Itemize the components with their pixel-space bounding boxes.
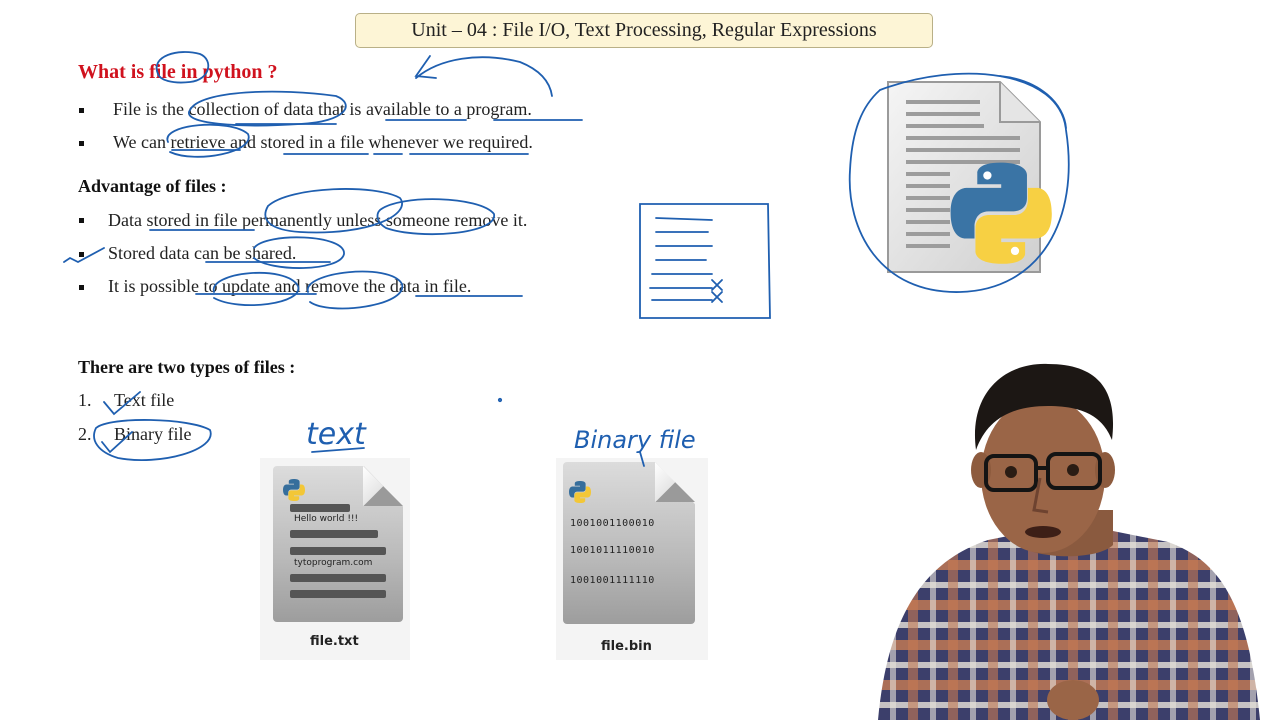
text-file-content-line: Hello world !!!: [294, 514, 359, 524]
presenter-video: [878, 363, 1260, 720]
binary-file-name: file.bin: [601, 639, 652, 654]
page-fold: [655, 462, 695, 502]
list-number: 2.: [78, 424, 92, 444]
bullet-marker: [79, 285, 84, 290]
text-file-content-line: tytoprogram.com: [294, 558, 373, 568]
bullet-text: Stored data can be shared.: [108, 243, 297, 263]
python-logo-icon: [283, 479, 305, 501]
list-item-binary-file: Binary file: [114, 424, 192, 444]
text-line-bar: [290, 574, 386, 582]
python-file-icon: [887, 81, 1052, 273]
section-heading-file-types: There are two types of files :: [78, 357, 296, 377]
bullet-text: We can retrieve and stored in a file whe…: [113, 132, 533, 152]
bullet-marker: [79, 108, 84, 113]
text-line-bar: [290, 504, 350, 512]
binary-content-line: 1001001100010: [570, 518, 655, 529]
section-heading-advantages: Advantage of files :: [78, 176, 227, 196]
list-item-text-file: Text file: [114, 390, 175, 410]
page-fold: [363, 466, 403, 506]
binary-content-line: 1001001111110: [570, 575, 655, 586]
python-logo-icon: [569, 481, 591, 503]
bullet-text: File is the collection of data that is a…: [113, 99, 532, 119]
text-line-bar: [290, 590, 386, 598]
bullet-marker: [79, 141, 84, 146]
text-line-bar: [290, 530, 378, 538]
text-file-name: file.txt: [310, 634, 359, 649]
text-file-illustration: Hello world !!! tytoprogram.com file.txt: [260, 458, 410, 660]
binary-content-line: 1001011110010: [570, 545, 655, 556]
handwritten-text-label: text: [306, 417, 367, 452]
bullet-text: Data stored in file permanently unless s…: [108, 210, 528, 230]
section-heading-what-is-file: What is file in python ?: [78, 61, 278, 83]
bullet-text: It is possible to update and remove the …: [108, 276, 472, 296]
slide-title: Unit – 04 : File I/O, Text Processing, R…: [355, 13, 933, 48]
text-line-bar: [290, 547, 386, 555]
bullet-marker: [79, 218, 84, 223]
binary-file-illustration: 1001001100010 1001011110010 100100111111…: [556, 458, 708, 660]
bullet-marker: [79, 252, 84, 257]
handwritten-binary-label: Binary file: [574, 426, 696, 454]
list-number: 1.: [78, 390, 92, 410]
